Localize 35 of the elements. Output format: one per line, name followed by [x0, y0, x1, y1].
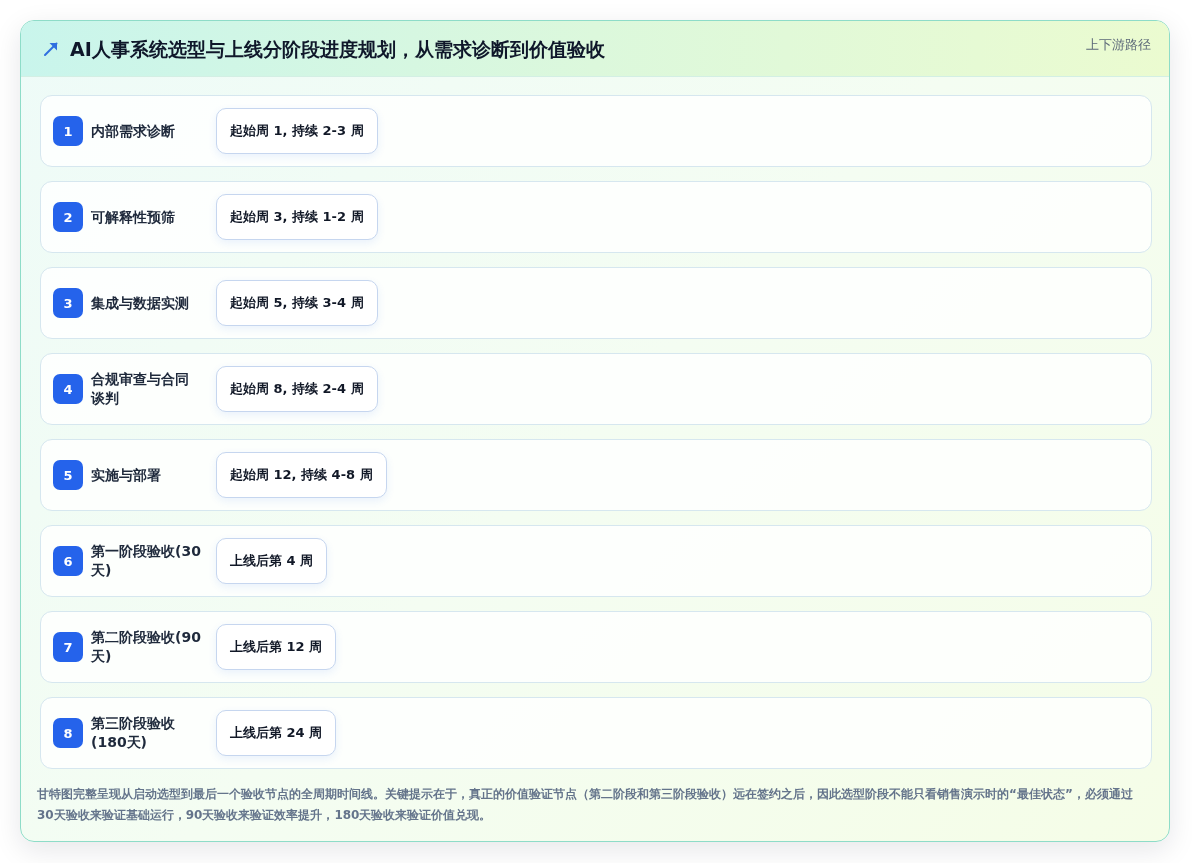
phase-name: 集成与数据实测 [91, 293, 190, 313]
timing-tag: 起始周 12, 持续 4-8 周 [216, 452, 387, 498]
step-number-badge: 2 [53, 202, 83, 232]
phase-name: 内部需求诊断 [91, 121, 176, 141]
phase-card [40, 611, 1152, 683]
phase-card [40, 439, 1152, 511]
timing-tag: 起始周 8, 持续 2-4 周 [216, 366, 378, 412]
step-number-badge: 3 [53, 288, 83, 318]
phase-card [40, 181, 1152, 253]
step-number-badge: 4 [53, 374, 83, 404]
phase-name: 第三阶段验收(180天) [91, 714, 176, 752]
phase-name: 实施与部署 [91, 465, 162, 485]
timing-tag: 起始周 1, 持续 2-3 周 [216, 108, 378, 154]
phase-card [40, 267, 1152, 339]
header-label: 上下游路径 [1086, 36, 1151, 54]
phase-card [40, 697, 1152, 769]
phase-name: 可解释性预筛 [91, 207, 176, 227]
timing-tag: 起始周 3, 持续 1-2 周 [216, 194, 378, 240]
phase-name: 合规审查与合同谈判 [91, 370, 190, 408]
phase-card [40, 353, 1152, 425]
timing-tag: 上线后第 12 周 [216, 624, 337, 670]
step-number-badge: 7 [53, 632, 83, 662]
timing-tag: 起始周 5, 持续 3-4 周 [216, 280, 378, 326]
step-number-badge: 6 [53, 546, 83, 576]
phase-name: 第二阶段验收(90天) [91, 628, 202, 666]
step-number-badge: 1 [53, 116, 83, 146]
phase-card [40, 95, 1152, 167]
diagram-title: AI人事系统选型与上线分阶段进度规划，从需求诊断到价值验收 [70, 37, 605, 62]
step-number-badge: 5 [53, 460, 83, 490]
caption-text: 甘特图完整呈现从启动选型到最后一个验收节点的全周期时间线。关键提示在于，真正的价值验证节点（第二阶段和第三阶段验收）远在签约之后，因此选型阶段不能只看销售演示时的“最佳状态”，必须通过30天验收来验证基础运行，90天验收来验证效率提升，180天验收来验证价值兑现。 [37, 786, 1134, 824]
timing-tag: 上线后第 4 周 [216, 538, 328, 584]
phase-card [40, 525, 1152, 597]
step-number-badge: 8 [53, 718, 83, 748]
phase-name: 第一阶段验收(30天) [91, 542, 202, 580]
timing-tag: 上线后第 24 周 [216, 710, 337, 756]
